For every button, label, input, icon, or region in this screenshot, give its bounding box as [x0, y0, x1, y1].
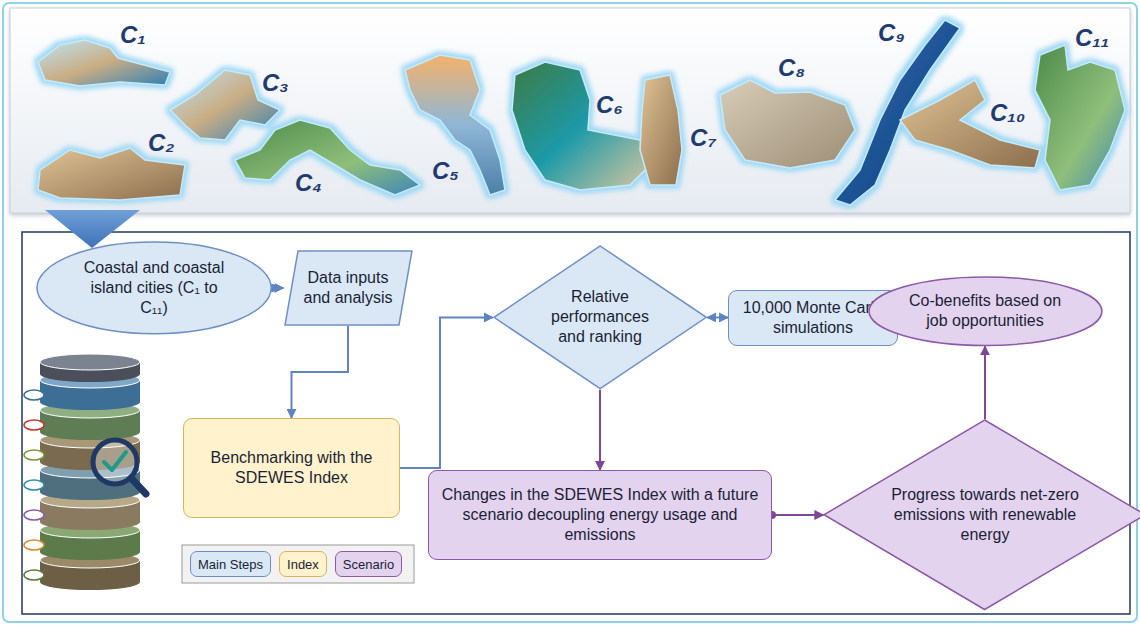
node-outline — [284, 250, 413, 326]
legend-swatch: Main Steps — [190, 551, 271, 577]
node-text-block: Progress towards net-zero emissions with… — [890, 485, 1080, 545]
city-label: C₁ — [120, 22, 146, 48]
city-label: C₈ — [778, 55, 805, 81]
index-box: Benchmarking with the SDEWES Index — [183, 418, 400, 518]
city-silhouette — [1035, 45, 1125, 190]
database-illustration — [24, 354, 146, 590]
node-text-block: Benchmarking with the SDEWES Index — [194, 448, 389, 488]
connector-arrow — [599, 390, 601, 470]
connector-arrow — [272, 287, 283, 289]
decision-diamond: Progress towards net-zero emissions with… — [823, 419, 1140, 611]
node-outline — [868, 276, 1103, 346]
node-text: Data inputs and analysis — [300, 268, 396, 308]
legend-swatch: Index — [279, 551, 327, 577]
connector-arrow — [707, 316, 728, 318]
node-text-block: Relative performances and ranking — [544, 287, 656, 347]
top-panel — [10, 8, 1130, 213]
city-silhouettes — [38, 20, 1125, 205]
city-label: C₁₁ — [1075, 25, 1109, 51]
start-ellipse: Coastal and coastal island cities (C₁ to… — [36, 241, 272, 335]
city-silhouette — [640, 75, 682, 185]
city-silhouette — [405, 55, 505, 195]
outer-frame — [3, 3, 1137, 622]
node-text: Progress towards net-zero emissions with… — [890, 485, 1080, 545]
decision-diamond: Relative performances and ranking — [493, 245, 707, 390]
legend-text: Main Steps — [198, 557, 263, 572]
city-label: C₇ — [690, 125, 716, 151]
legend-swatch: Scenario — [335, 551, 402, 577]
city-label: C₅ — [432, 158, 459, 184]
node-text: Coastal and coastal island cities (C₁ to… — [79, 258, 229, 318]
city-silhouette — [235, 120, 420, 195]
city-silhouette — [720, 80, 855, 168]
city-label: C₃ — [262, 70, 289, 96]
node-text-block: 10,000 Monte Carlo simulations — [736, 298, 890, 338]
node-text: Relative performances and ranking — [544, 287, 656, 347]
scenario-box: Changes in the SDEWES Index with a futur… — [428, 470, 772, 560]
node-text: 10,000 Monte Carlo simulations — [736, 298, 890, 338]
city-label: C₆ — [596, 92, 623, 118]
connector-arrow — [400, 317, 493, 468]
legend-text: Scenario — [343, 557, 394, 572]
connector-arrow — [984, 346, 986, 419]
down-arrow — [45, 210, 140, 248]
city-silhouette — [900, 80, 1040, 168]
city-label: C₁₀ — [990, 100, 1025, 126]
node-text: Co-benefits based on job opportunities — [899, 291, 1071, 331]
legend-text: Index — [287, 557, 319, 572]
city-label: C₂ — [148, 130, 174, 156]
connector-arrow — [772, 514, 823, 516]
node-text-block: Co-benefits based on job opportunities — [899, 291, 1071, 331]
node-text-block: Changes in the SDEWES Index with a futur… — [440, 485, 760, 545]
end-ellipse: Co-benefits based on job opportunities — [868, 276, 1103, 346]
node-text: Changes in the SDEWES Index with a futur… — [440, 485, 760, 545]
city-silhouette — [512, 62, 650, 190]
node-text: Benchmarking with the SDEWES Index — [194, 448, 389, 488]
data-parallelogram: Data inputs and analysis — [284, 250, 413, 326]
node-text-block: Coastal and coastal island cities (C₁ to… — [79, 258, 229, 318]
connector-arrow — [292, 326, 348, 418]
node-text-block: Data inputs and analysis — [300, 268, 396, 308]
city-label: C₉ — [878, 20, 905, 46]
city-label: C₄ — [295, 170, 322, 196]
city-silhouette — [38, 40, 170, 86]
legend-box — [182, 545, 414, 583]
